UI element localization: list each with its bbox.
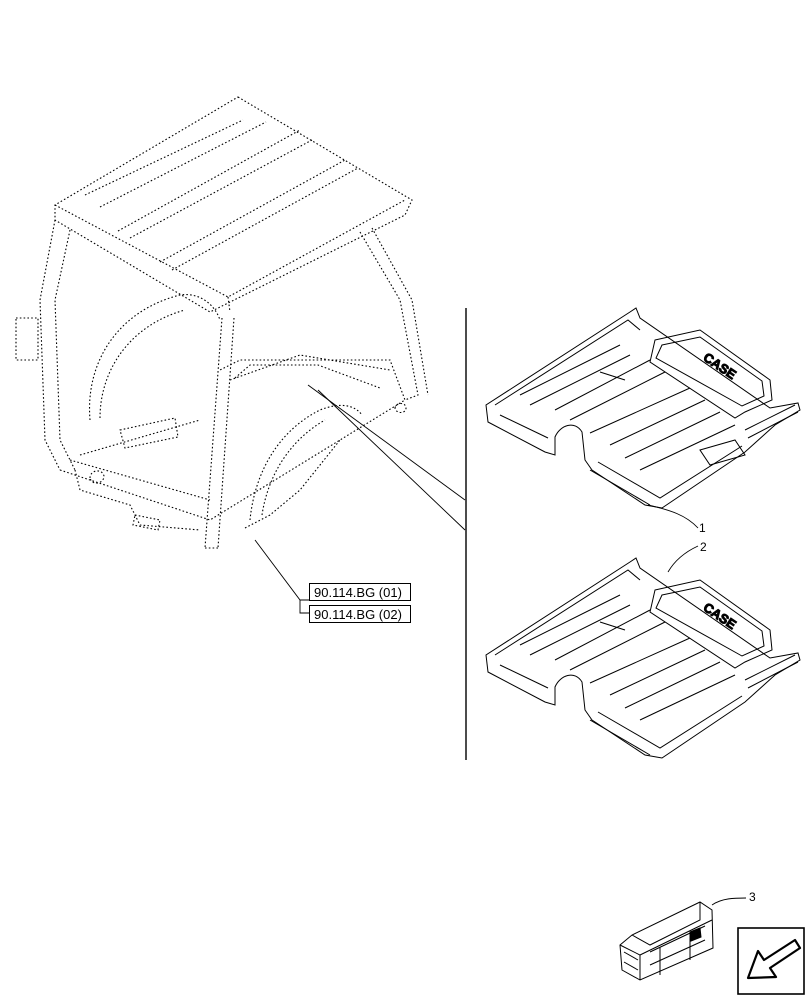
cab-frame-icon <box>15 96 429 549</box>
reference-label: 90.114.BG (01) <box>314 585 402 600</box>
reference-link-02[interactable]: 90.114.BG (02) <box>309 605 411 623</box>
arrow-left-down-icon[interactable] <box>737 927 805 995</box>
reference-link-01[interactable]: 90.114.BG (01) <box>309 583 411 601</box>
callout-3: 3 <box>749 890 756 904</box>
callout-1: 1 <box>699 521 706 535</box>
leader-lines <box>254 384 747 906</box>
shipping-crate-icon <box>619 901 714 981</box>
floor-mat-icon: CASE <box>485 557 801 759</box>
callout-2: 2 <box>700 540 707 554</box>
floor-mat-icon: CASE <box>485 307 801 509</box>
reference-label: 90.114.BG (02) <box>314 607 402 622</box>
